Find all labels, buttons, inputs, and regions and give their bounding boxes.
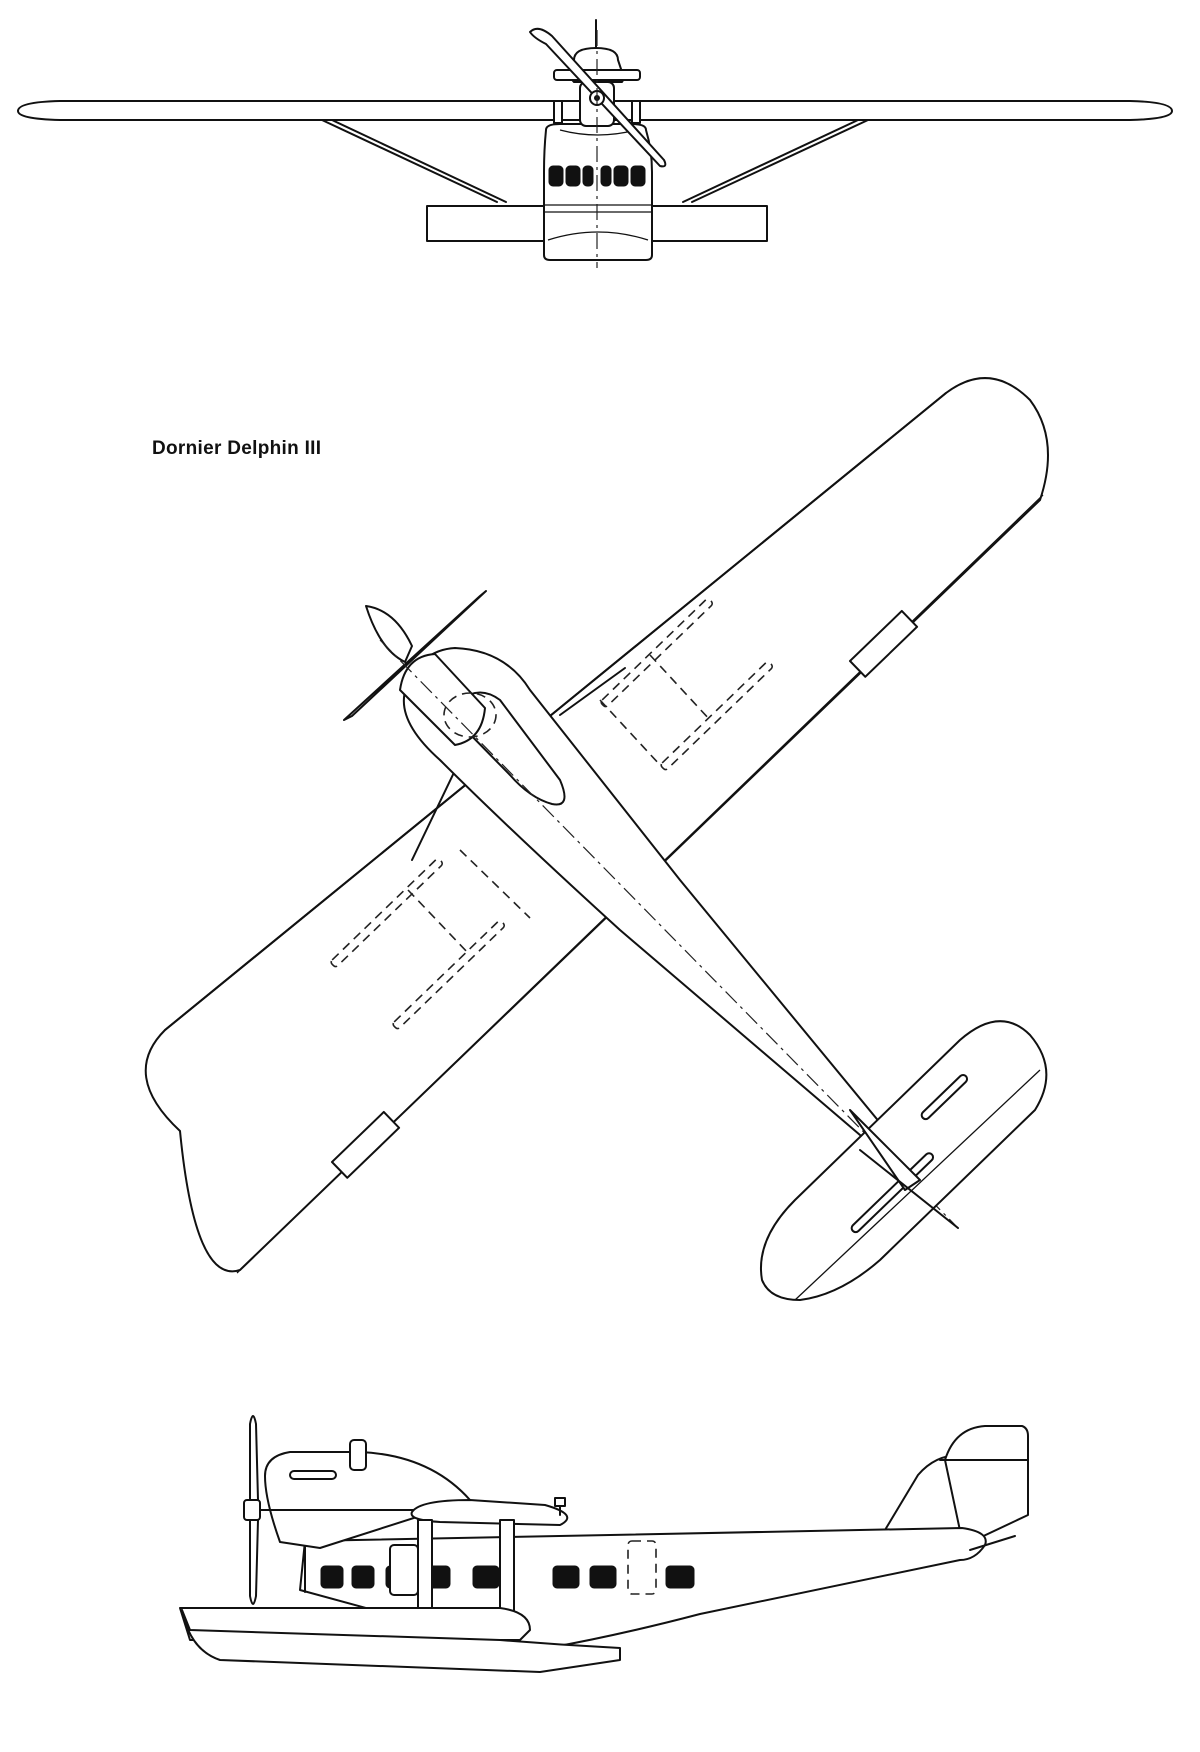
- top-view-propeller: [343, 590, 487, 721]
- side-view-engine-nacelle: [264, 1451, 471, 1549]
- side-view-wing: [410, 1499, 569, 1526]
- front-view-hull: [543, 123, 653, 261]
- wing-struts: [321, 119, 869, 203]
- left-aileron: [331, 1110, 401, 1179]
- top-view: [144, 377, 1049, 1301]
- front-view: [17, 19, 1173, 268]
- front-view-windows: [548, 165, 646, 187]
- left-sponson: [426, 205, 548, 242]
- top-view-tailplane: [760, 1020, 1048, 1301]
- top-view-engine-nacelle: [399, 653, 486, 746]
- right-aileron: [849, 609, 919, 678]
- wing-internal-dashed: [330, 598, 774, 1030]
- right-sponson: [646, 205, 768, 242]
- top-view-spinner: [365, 605, 413, 663]
- side-view: [179, 1415, 1029, 1673]
- side-view-spinner: [243, 1499, 261, 1521]
- drawing-title: Dornier Delphin III: [152, 438, 322, 459]
- side-view-rudder: [944, 1425, 1029, 1541]
- side-view-planing-hull: [181, 1609, 621, 1673]
